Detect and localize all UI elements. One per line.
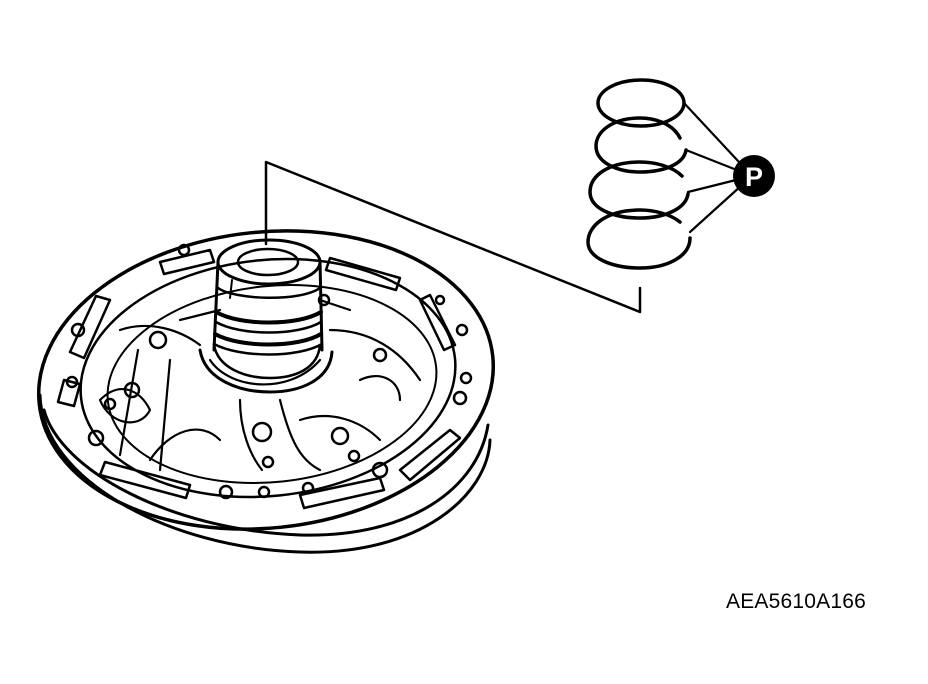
seal-ring-stack	[586, 78, 692, 270]
badge-letter: P	[745, 162, 763, 192]
internal-holes	[103, 293, 388, 469]
seal-ring	[588, 160, 690, 220]
internal-passages	[98, 298, 422, 472]
figure-code-label: AEA5610A166	[726, 590, 866, 613]
seal-ring	[594, 116, 688, 174]
oil-pump-body	[36, 229, 496, 554]
flange-slots	[56, 248, 462, 510]
leader-line	[264, 160, 642, 314]
flange-holes	[65, 243, 473, 500]
stator-shaft	[212, 238, 324, 356]
lubricant-p-badge-icon: P	[733, 155, 775, 197]
seal-ring	[586, 208, 692, 270]
